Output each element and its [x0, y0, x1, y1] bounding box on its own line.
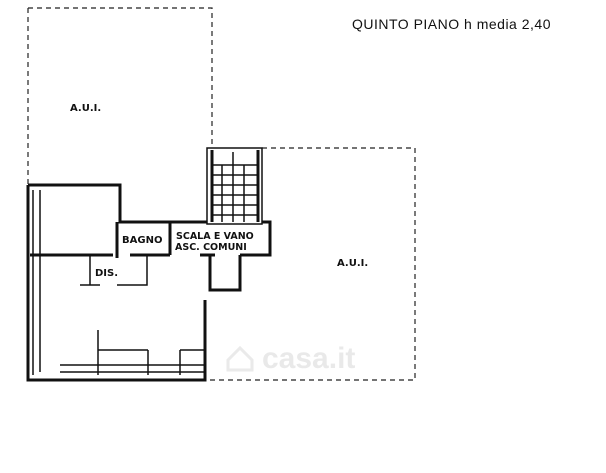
watermark: casa.it [226, 342, 355, 375]
dis-walls [80, 255, 148, 286]
apartment-walls [26, 183, 207, 382]
room-label-aui-top: A.U.I. [70, 103, 101, 114]
aui-top-boundary [27, 7, 213, 185]
aui-right-boundary [205, 147, 416, 381]
room-label-dis: DIS. [95, 268, 118, 279]
room-label-scala-2: ASC. COMUNI [175, 242, 247, 253]
floor-title: QUINTO PIANO h media 2,40 [352, 16, 551, 32]
bagno-walls [30, 222, 170, 258]
internal-walls [97, 330, 205, 375]
facade-line [32, 190, 41, 375]
svg-text:casa.it: casa.it [262, 342, 355, 375]
room-label-aui-right: A.U.I. [337, 258, 368, 269]
room-label-bagno: BAGNO [122, 235, 162, 246]
staircase [170, 147, 272, 292]
room-label-scala-1: SCALA E VANO [176, 231, 254, 242]
house-icon [226, 345, 254, 372]
window-lines [60, 364, 205, 373]
